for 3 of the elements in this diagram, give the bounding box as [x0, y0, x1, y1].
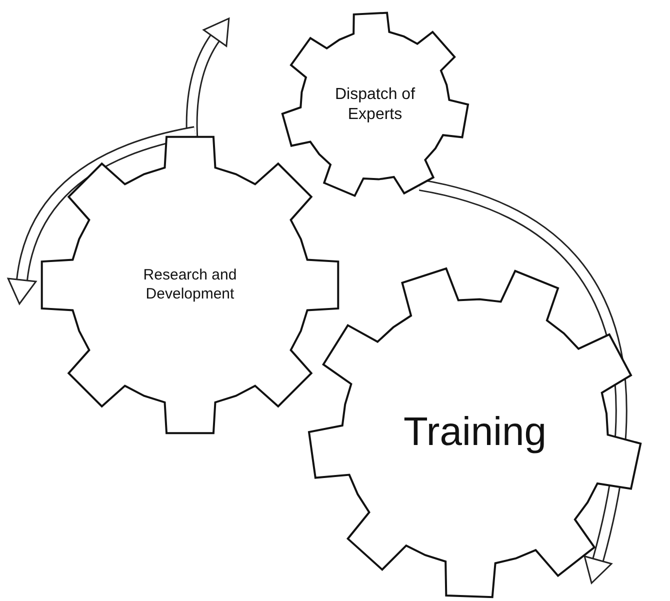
- gear-label: Research and Development: [142, 266, 238, 304]
- gear-label: Training: [402, 409, 548, 456]
- gear-label: Dispatch of Experts: [334, 85, 416, 125]
